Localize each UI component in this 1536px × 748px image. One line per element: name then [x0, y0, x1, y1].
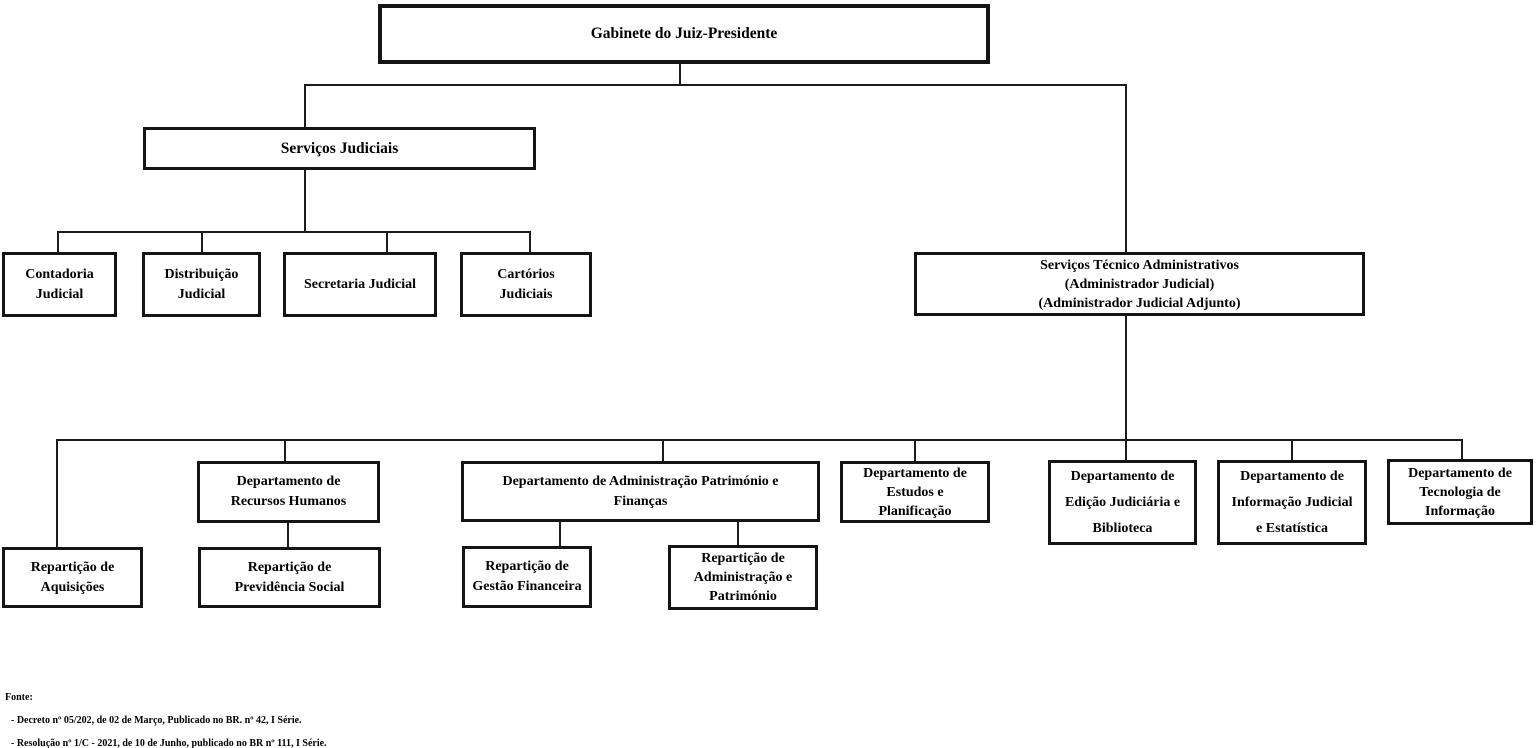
org-node-label-line: Biblioteca [1092, 520, 1153, 536]
org-node-label-line: Administração e [693, 570, 793, 585]
org-node-label-line: Departamento de Administração Património… [502, 473, 779, 489]
org-node-label-line: Gestão Financeira [472, 579, 582, 594]
org-node-label-line: Gabinete do Juiz-Presidente [590, 25, 778, 42]
org-node-label-line: Serviços Técnico Administrativos [1040, 257, 1239, 273]
org-node-reparticao-gestao-financeira: Repartição de Gestão Financeira [462, 546, 592, 608]
org-node-label-line: Distribuição [164, 266, 239, 282]
org-node-departamento-tecnologia-informacao: Departamento de Tecnologia de Informação [1387, 459, 1533, 525]
org-node-label-line: Judicial [35, 286, 84, 302]
org-node-departamento-edicao-judiciaria-biblioteca: Departamento de Edição Judiciária e Bibl… [1048, 460, 1197, 545]
org-node-servicos-tecnico-administrativos: Serviços Técnico Administrativos (Admini… [914, 252, 1365, 316]
org-node-label-line: Cartórios [497, 266, 555, 282]
org-node-label-line: Contadoria [25, 266, 94, 282]
org-node-departamento-administracao-patrimonio-financas: Departamento de Administração Património… [461, 461, 820, 522]
org-node-label-line: Edição Judiciária e [1064, 494, 1181, 510]
org-node-label-line: Departamento de [1070, 468, 1175, 484]
org-node-label-line: Departamento de [863, 465, 967, 481]
org-node-reparticao-administracao-patrimonio: Repartição de Administração e Património [668, 545, 818, 610]
org-node-secretaria-judicial: Secretaria Judicial [283, 252, 437, 317]
org-node-reparticao-previdencia-social: Repartição de Previdência Social [198, 547, 381, 608]
org-node-reparticao-aquisicoes: Repartição de Aquisições [2, 547, 143, 608]
org-node-label-line: (Administrador Judicial) [1064, 276, 1215, 292]
org-node-label-line: Informação [1425, 503, 1495, 519]
org-node-departamento-estudos-planificacao: Departamento de Estudos e Planificação [840, 461, 990, 523]
source-note: Fonte: - Decreto nº 05/202, de 02 de Mar… [5, 692, 327, 748]
org-node-cartorios-judiciais: Cartórios Judiciais [460, 252, 592, 317]
org-node-label-line: Departamento de [1240, 468, 1344, 484]
org-node-label-line: (Administrador Judicial Adjunto) [1038, 295, 1241, 311]
org-node-label-line: Departamento de [1408, 465, 1512, 481]
org-node-label-line: Estudos e [886, 484, 944, 500]
org-node-label-line: Tecnologia de [1419, 484, 1501, 500]
source-note-item: - Resolução nº 1/C - 2021, de 10 de Junh… [11, 738, 327, 748]
org-node-label-line: Repartição de [701, 551, 785, 566]
org-node-label-line: Finanças [613, 493, 668, 509]
org-node-label-line: Repartição de [485, 559, 569, 574]
org-node-label-line: Informação Judicial [1231, 494, 1353, 510]
org-node-label-line: Judiciais [499, 286, 553, 302]
source-note-title: Fonte: [5, 692, 33, 703]
org-node-label-line: Judicial [177, 286, 226, 302]
org-node-label-line: Previdência Social [234, 579, 345, 595]
org-node-label-line: Repartição de [30, 559, 115, 575]
org-node-contadoria-judicial: Contadoria Judicial [2, 252, 117, 317]
org-node-label-line: Serviços Judiciais [280, 139, 399, 157]
org-node-label-line: Repartição de [247, 559, 332, 575]
org-node-departamento-recursos-humanos: Departamento de Recursos Humanos [197, 461, 380, 523]
org-node-distribuicao-judicial: Distribuição Judicial [142, 252, 261, 317]
org-node-label-line: Planificação [878, 503, 952, 519]
org-node-gabinete-do-juiz-presidente: Gabinete do Juiz-Presidente [378, 4, 990, 64]
org-node-label-line: Secretaria Judicial [303, 276, 417, 292]
org-node-label-line: Recursos Humanos [230, 494, 347, 509]
org-node-label-line: Património [709, 589, 777, 604]
org-node-departamento-informacao-judicial-estatistica: Departamento de Informação Judicial e Es… [1217, 460, 1367, 545]
org-node-servicos-judiciais: Serviços Judiciais [143, 127, 536, 170]
org-node-label-line: Aquisições [40, 579, 105, 595]
org-node-label-line: e Estatística [1256, 520, 1328, 536]
source-note-item: - Decreto nº 05/202, de 02 de Março, Pub… [11, 715, 302, 726]
org-node-label-line: Departamento de [236, 474, 341, 489]
